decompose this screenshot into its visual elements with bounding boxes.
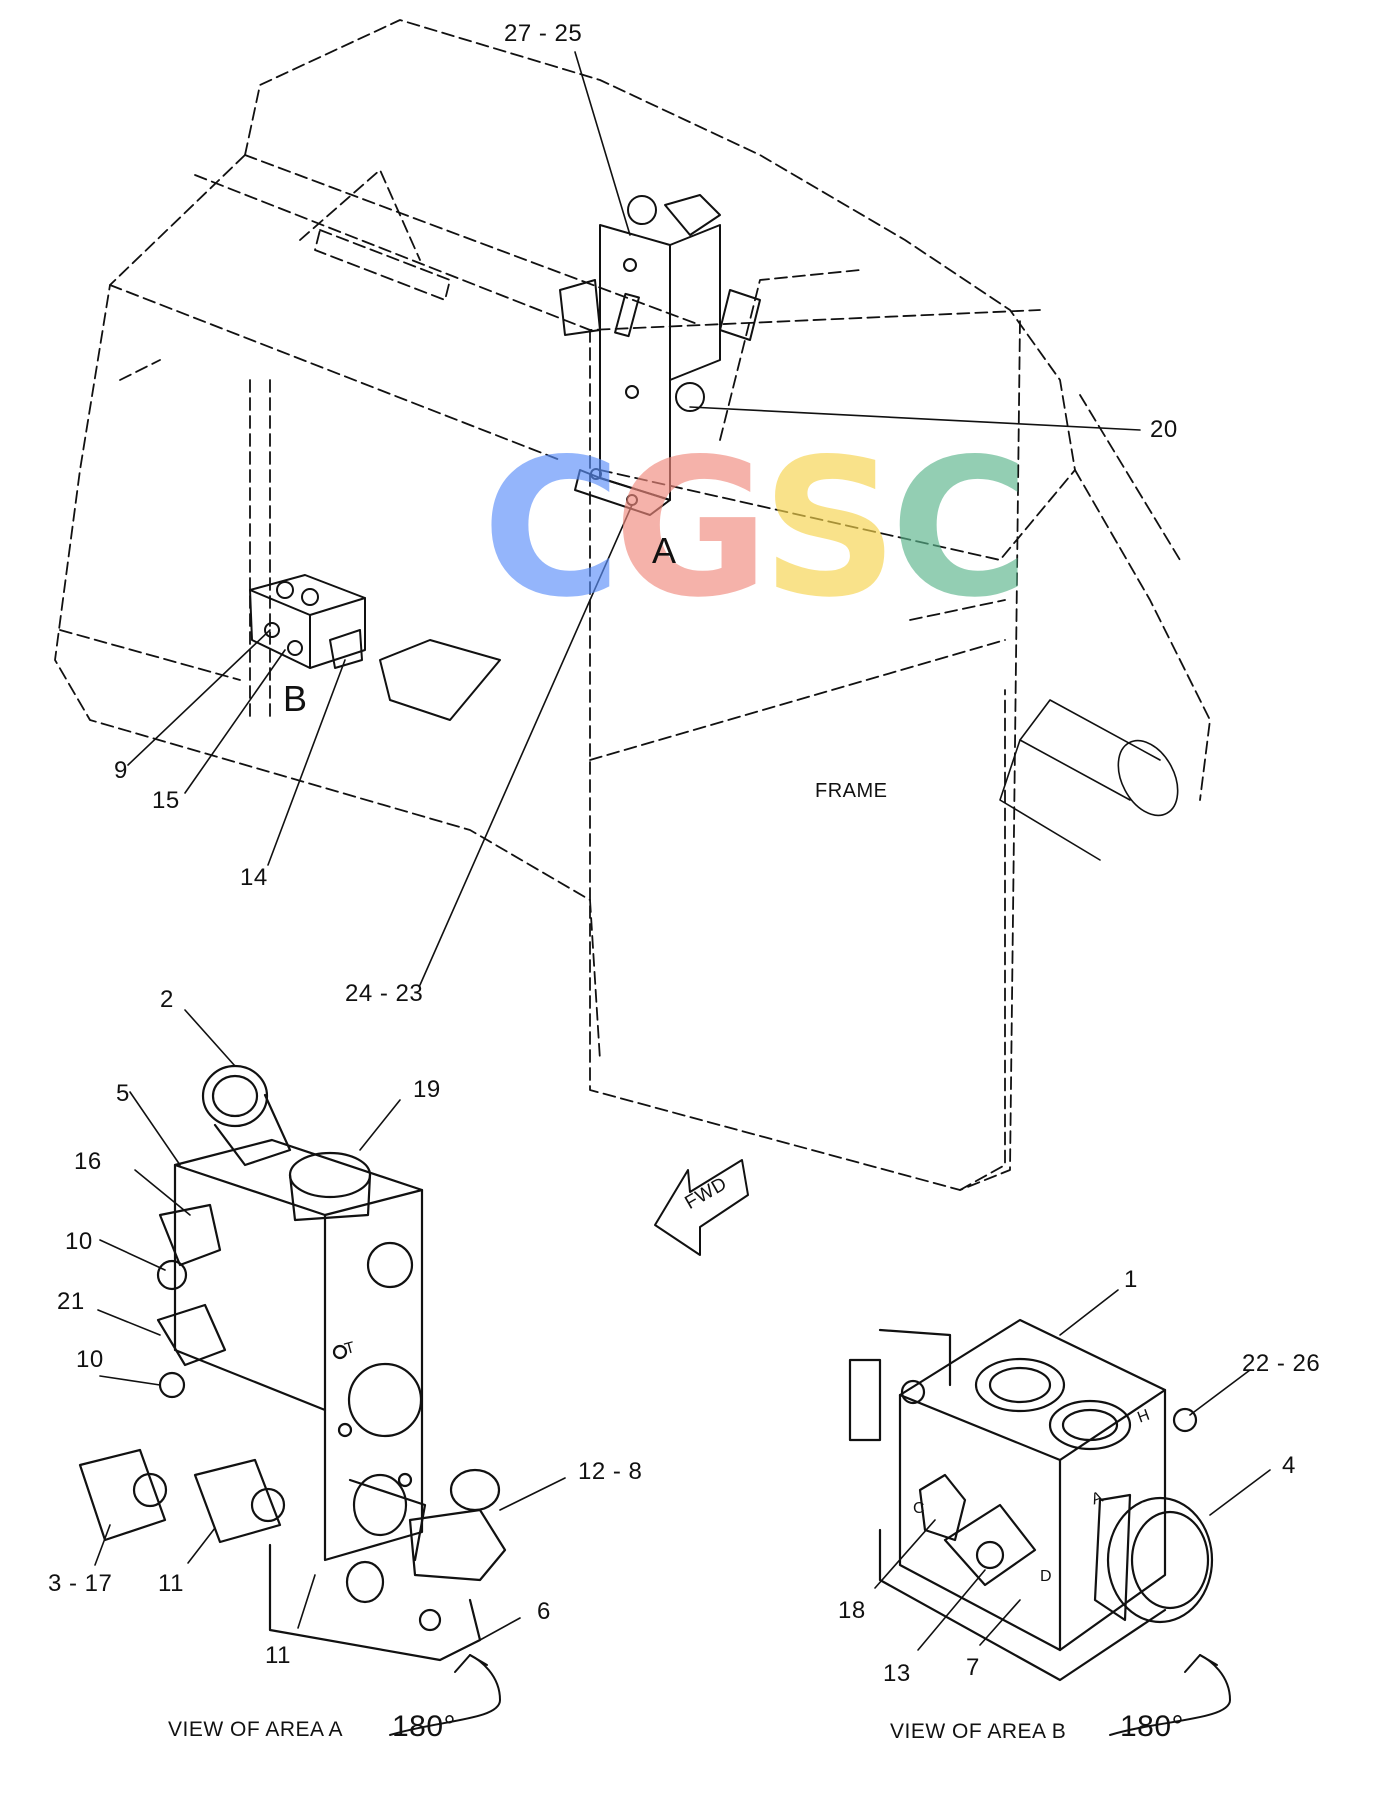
callout-2: 2 bbox=[160, 986, 174, 1013]
callout-10-upper: 10 bbox=[65, 1228, 93, 1255]
callout-12-8: 12 - 8 bbox=[578, 1458, 643, 1485]
valve-b-small bbox=[249, 574, 501, 721]
callout-1: 1 bbox=[1124, 1266, 1138, 1293]
callout-7: 7 bbox=[966, 1654, 980, 1681]
valve-view-a bbox=[78, 1064, 507, 1662]
machine-frame-outline bbox=[54, 19, 1211, 1191]
callout-14: 14 bbox=[240, 864, 268, 891]
area-label-a: A bbox=[652, 530, 677, 571]
area-label-b: B bbox=[283, 678, 308, 719]
callout-11-left: 11 bbox=[158, 1570, 184, 1597]
leader-lines bbox=[94, 51, 1271, 1651]
callout-19: 19 bbox=[413, 1076, 441, 1103]
view-b-caption: VIEW OF AREA B bbox=[890, 1720, 1067, 1743]
callout-27-25: 27 - 25 bbox=[504, 20, 583, 47]
watermark-letter: C bbox=[482, 418, 621, 639]
watermark-letter: G bbox=[613, 418, 769, 639]
callout-6: 6 bbox=[537, 1598, 551, 1625]
valve-view-b bbox=[848, 1318, 1214, 1682]
callout-24-23: 24 - 23 bbox=[345, 980, 424, 1007]
callout-22-26: 22 - 26 bbox=[1242, 1350, 1321, 1377]
callout-20: 20 bbox=[1150, 416, 1178, 443]
callout-15: 15 bbox=[152, 787, 180, 814]
callout-13: 13 bbox=[883, 1660, 911, 1687]
port-mark-d: D bbox=[1040, 1568, 1053, 1585]
port-mark-c: C bbox=[913, 1500, 926, 1517]
callout-11-bottom: 11 bbox=[265, 1642, 291, 1669]
callout-3-17: 3 - 17 bbox=[48, 1570, 113, 1597]
fwd-arrow bbox=[654, 1159, 749, 1256]
callout-18: 18 bbox=[838, 1597, 866, 1624]
callout-16: 16 bbox=[74, 1148, 102, 1175]
frame-label: FRAME bbox=[815, 780, 888, 802]
watermark-letter: C bbox=[890, 418, 1029, 639]
bracket-a bbox=[559, 194, 761, 516]
callout-9: 9 bbox=[114, 757, 128, 784]
rotation-arrows bbox=[389, 1654, 1231, 1736]
watermark: CGSC bbox=[482, 418, 1030, 639]
cylinder bbox=[999, 699, 1179, 861]
view-a-caption: VIEW OF AREA A bbox=[168, 1718, 344, 1741]
view-a-rotation: 180° bbox=[392, 1710, 457, 1743]
callout-4: 4 bbox=[1282, 1452, 1296, 1479]
watermark-letter: S bbox=[761, 418, 898, 639]
callout-5: 5 bbox=[116, 1080, 130, 1107]
callout-10-lower: 10 bbox=[76, 1346, 104, 1373]
callout-21: 21 bbox=[57, 1288, 85, 1315]
view-b-rotation: 180° bbox=[1120, 1710, 1185, 1743]
